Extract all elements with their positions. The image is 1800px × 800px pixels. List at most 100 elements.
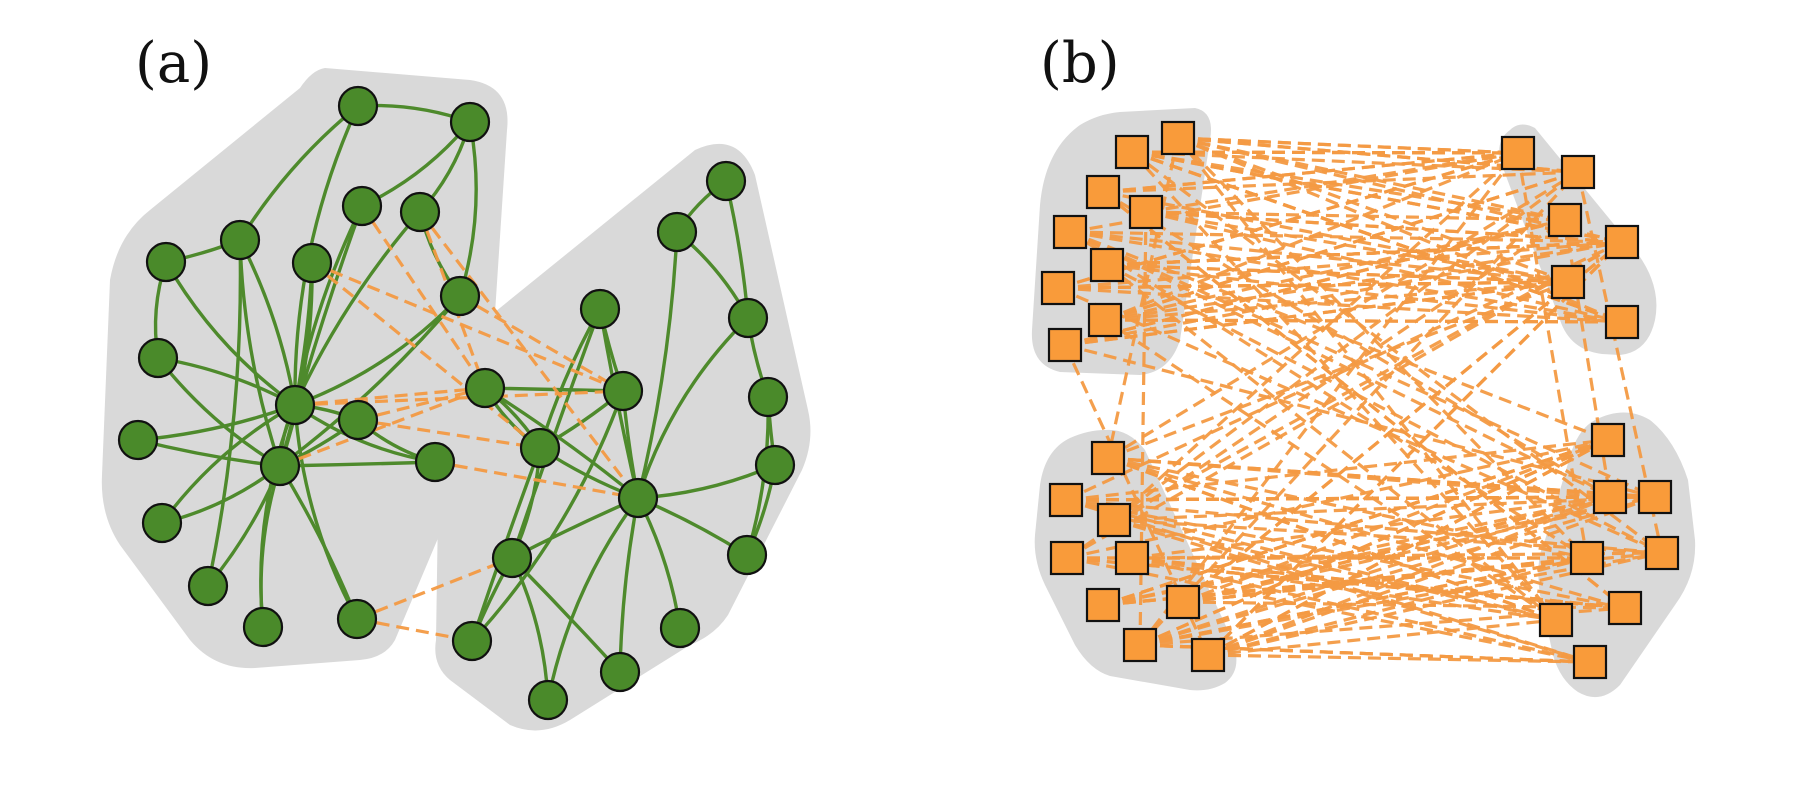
- node-square: [1165, 584, 1201, 620]
- edge-dashed: [1064, 240, 1623, 347]
- node-circle: [726, 534, 768, 576]
- node-circle: [491, 537, 533, 579]
- edge-solid: [238, 104, 360, 242]
- node-square: [1538, 602, 1574, 638]
- node-square: [1114, 134, 1150, 170]
- node-square: [1590, 422, 1626, 458]
- node-circle: [519, 427, 561, 469]
- edge-dashed: [1182, 438, 1609, 604]
- edge-solid: [618, 496, 640, 674]
- node-circle: [291, 242, 333, 284]
- edge-dashed: [1106, 263, 1663, 555]
- edge-solid: [164, 260, 297, 407]
- edge-dashed: [1138, 170, 1580, 647]
- node-circle: [259, 445, 301, 487]
- edge-solid: [470, 389, 625, 643]
- node-square: [1052, 214, 1088, 250]
- node-square: [1114, 540, 1150, 576]
- node-circle: [187, 565, 229, 607]
- edge-dashed: [1107, 280, 1569, 460]
- edge-dashed: [1057, 286, 1663, 555]
- edge-dashed: [1145, 210, 1569, 284]
- edge-dashed: [1065, 498, 1557, 622]
- edge-dashed: [1131, 150, 1623, 244]
- panel-b: (b): [1031, 31, 1696, 698]
- edge-solid: [293, 294, 462, 407]
- node-circle: [414, 441, 456, 483]
- node-square: [1592, 479, 1628, 515]
- edge-dashed: [1177, 136, 1519, 155]
- node-circle: [337, 85, 379, 127]
- edge-dashed: [1107, 456, 1626, 610]
- node-square: [1644, 535, 1680, 571]
- edge-dashed: [1102, 190, 1626, 610]
- edge-dashed: [1131, 150, 1519, 155]
- edge-dashed: [1177, 136, 1579, 174]
- node-circle: [336, 598, 378, 640]
- node-square: [1572, 644, 1608, 680]
- nodes-b: [1040, 120, 1680, 680]
- edge-dashed: [1065, 498, 1591, 664]
- edge-solid: [636, 230, 679, 500]
- edge-solid: [293, 403, 359, 621]
- node-square: [1096, 502, 1132, 538]
- edge-solid: [259, 403, 297, 629]
- edge-dashed: [1066, 556, 1591, 664]
- edge-dashed: [1106, 137, 1180, 459]
- node-square: [1160, 120, 1196, 156]
- edge-dashed: [1182, 556, 1588, 604]
- edge-solid: [293, 210, 422, 407]
- node-square: [1049, 540, 1085, 576]
- node-square: [1085, 587, 1121, 623]
- edge-dashed: [1182, 495, 1611, 604]
- edge-dashed: [1057, 240, 1623, 290]
- edge-dashed: [360, 205, 487, 389]
- edge-solid: [458, 120, 478, 298]
- node-square: [1085, 174, 1121, 210]
- node-square: [1048, 482, 1084, 518]
- edge-solid: [483, 386, 640, 500]
- edge-solid: [206, 238, 243, 588]
- edge-solid: [238, 238, 297, 407]
- edge-dashed: [1206, 240, 1624, 657]
- edge-dashed: [1176, 136, 1589, 560]
- edge-dashed: [459, 294, 624, 393]
- node-circle: [747, 376, 789, 418]
- edge-dashed: [1107, 456, 1611, 499]
- node-circle: [727, 297, 769, 339]
- node-square: [1128, 194, 1164, 230]
- node-square: [1607, 590, 1643, 626]
- edge-dashed: [1104, 170, 1579, 322]
- edge-dashed: [1207, 556, 1588, 657]
- edge-dashed: [1131, 150, 1566, 222]
- node-square: [1040, 270, 1076, 306]
- panel-label-b: (b): [1040, 31, 1120, 96]
- edge-dashed: [1139, 643, 1591, 664]
- node-circle: [602, 370, 644, 412]
- edge-dashed: [1064, 280, 1569, 347]
- edge-dashed: [1131, 150, 1663, 555]
- edge-dashed: [1106, 263, 1557, 622]
- node-circle: [617, 477, 659, 519]
- panel-label-a: (a): [135, 31, 212, 96]
- edge-dashed: [418, 211, 487, 389]
- edge-dashed: [1104, 218, 1566, 322]
- node-circle: [337, 399, 379, 441]
- edge-dashed: [1131, 556, 1557, 622]
- edge-dashed: [1065, 240, 1623, 502]
- edge-dashed: [1177, 136, 1566, 222]
- edge-dashed: [1176, 137, 1558, 621]
- node-circle: [145, 241, 187, 283]
- edge-dashed: [1207, 653, 1591, 664]
- edge-dashed: [1066, 240, 1623, 560]
- edge-solid: [278, 294, 462, 468]
- edge-dashed: [1069, 230, 1656, 499]
- node-circle: [754, 444, 796, 486]
- node-square: [1550, 264, 1586, 300]
- node-circle: [579, 288, 621, 330]
- edge-dashed: [1130, 150, 1558, 622]
- edge-dashed: [1138, 152, 1520, 646]
- edge-dashed: [1069, 230, 1588, 560]
- edge-dashed: [1113, 518, 1557, 622]
